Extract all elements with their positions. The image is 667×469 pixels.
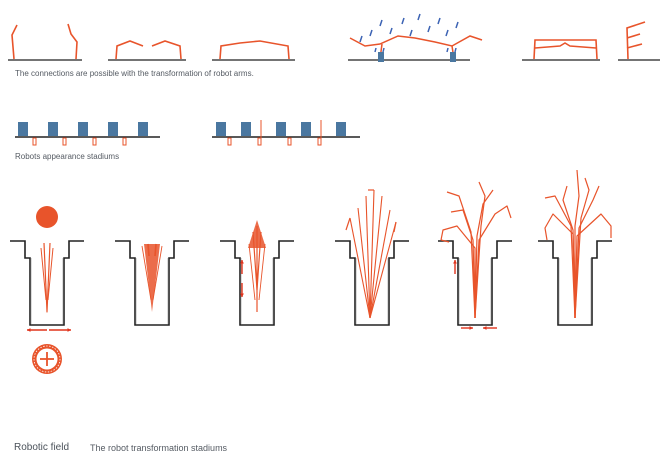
- robot-arm: [154, 243, 157, 257]
- robot-arm: [574, 185, 600, 319]
- pit-inner-line: [458, 258, 492, 324]
- stage-1: [10, 240, 84, 332]
- robot-arm: [345, 217, 351, 231]
- connection-sketch-2: [108, 40, 186, 61]
- pit-inner-line: [240, 258, 274, 324]
- connection-sketch-6: [618, 21, 660, 61]
- appearance-row-1: [15, 122, 160, 146]
- robot-arm: [369, 221, 397, 319]
- robot-wedge: [144, 244, 160, 312]
- robot-arm: [248, 243, 256, 301]
- pit-outline: [438, 240, 512, 326]
- connection-sketch-3: [212, 40, 295, 61]
- arrow-head: [453, 260, 457, 264]
- robot-block: [301, 122, 311, 136]
- robot-arm: [474, 205, 512, 319]
- robot-arm: [393, 221, 397, 233]
- arrow-head: [27, 328, 31, 332]
- robot-block: [48, 122, 58, 136]
- robot-arm: [544, 195, 576, 319]
- stage-2: [115, 240, 189, 326]
- arrow-head: [483, 326, 487, 330]
- robot-arm: [365, 195, 371, 319]
- robot-block: [336, 122, 346, 136]
- connection-sketch-1: [8, 23, 82, 61]
- arrow-head: [67, 328, 71, 332]
- robot-arm: [574, 213, 612, 319]
- robot-arm: [450, 209, 476, 319]
- stage-4: [335, 189, 409, 326]
- robot-block: [276, 122, 286, 136]
- pit-inner-line: [558, 258, 592, 324]
- robot-arm: [544, 213, 576, 319]
- robot-arm: [258, 243, 266, 301]
- pit-outline: [538, 240, 612, 326]
- robot-arm: [40, 247, 47, 301]
- caption-connections: The connections are possible with the tr…: [15, 69, 254, 78]
- robot-arm: [43, 242, 51, 313]
- robot-peg: [92, 137, 97, 146]
- pit-inner-line: [355, 258, 389, 324]
- robot-arm: [357, 207, 371, 319]
- pit-inner-line: [135, 258, 169, 324]
- caption-robotic-field: Robotic field: [14, 442, 70, 453]
- appearance-row-2: [212, 120, 360, 146]
- arrow-head: [240, 260, 244, 264]
- robot-head-circle: [36, 206, 58, 228]
- robot-arm: [474, 181, 486, 319]
- transformation-stages: [10, 169, 612, 332]
- robot-block: [138, 122, 148, 136]
- robot-arm: [152, 245, 163, 301]
- stage-6: [538, 169, 612, 326]
- robot-block: [78, 122, 88, 136]
- pit-inner-line: [30, 258, 64, 324]
- stage-3: [220, 220, 294, 326]
- robot-peg: [62, 137, 67, 146]
- robot-arm: [562, 185, 576, 319]
- robot-arm: [474, 189, 494, 319]
- robot-block: [108, 122, 118, 136]
- robot-arm: [349, 217, 371, 319]
- stage-5: [438, 181, 512, 330]
- robot-arm: [147, 243, 150, 257]
- robot-peg: [122, 137, 127, 146]
- caption-transformation: The robot transformation stadiums: [90, 443, 228, 453]
- robot-block: [241, 122, 251, 136]
- caption-appearance: Robots appearance stadiums: [15, 152, 120, 161]
- rain-marks: [359, 13, 459, 53]
- robot-arm: [440, 239, 450, 243]
- pit-outline: [335, 240, 409, 326]
- arrow-head: [240, 293, 244, 297]
- robot-arm: [369, 195, 383, 319]
- robot-arm: [440, 225, 476, 318]
- robot-arm: [141, 245, 152, 301]
- robot-arm: [574, 177, 590, 319]
- robot-peg: [227, 137, 232, 146]
- robot-arm: [369, 209, 391, 319]
- robot-arm: [47, 247, 54, 301]
- robot-block: [216, 122, 226, 136]
- pit-outline: [10, 240, 84, 326]
- robot-arm: [369, 189, 375, 319]
- robot-arm: [574, 169, 580, 318]
- robot-arm: [446, 191, 476, 319]
- arrow-head: [469, 326, 473, 330]
- pit-outline: [220, 240, 294, 326]
- pit-outline: [115, 240, 189, 326]
- robot-peg: [287, 137, 292, 146]
- robot-peg: [32, 137, 37, 146]
- connection-sketch-4: [348, 13, 483, 62]
- robot-block: [18, 122, 28, 136]
- field-badge: [32, 344, 62, 374]
- connection-sketch-5: [522, 39, 600, 61]
